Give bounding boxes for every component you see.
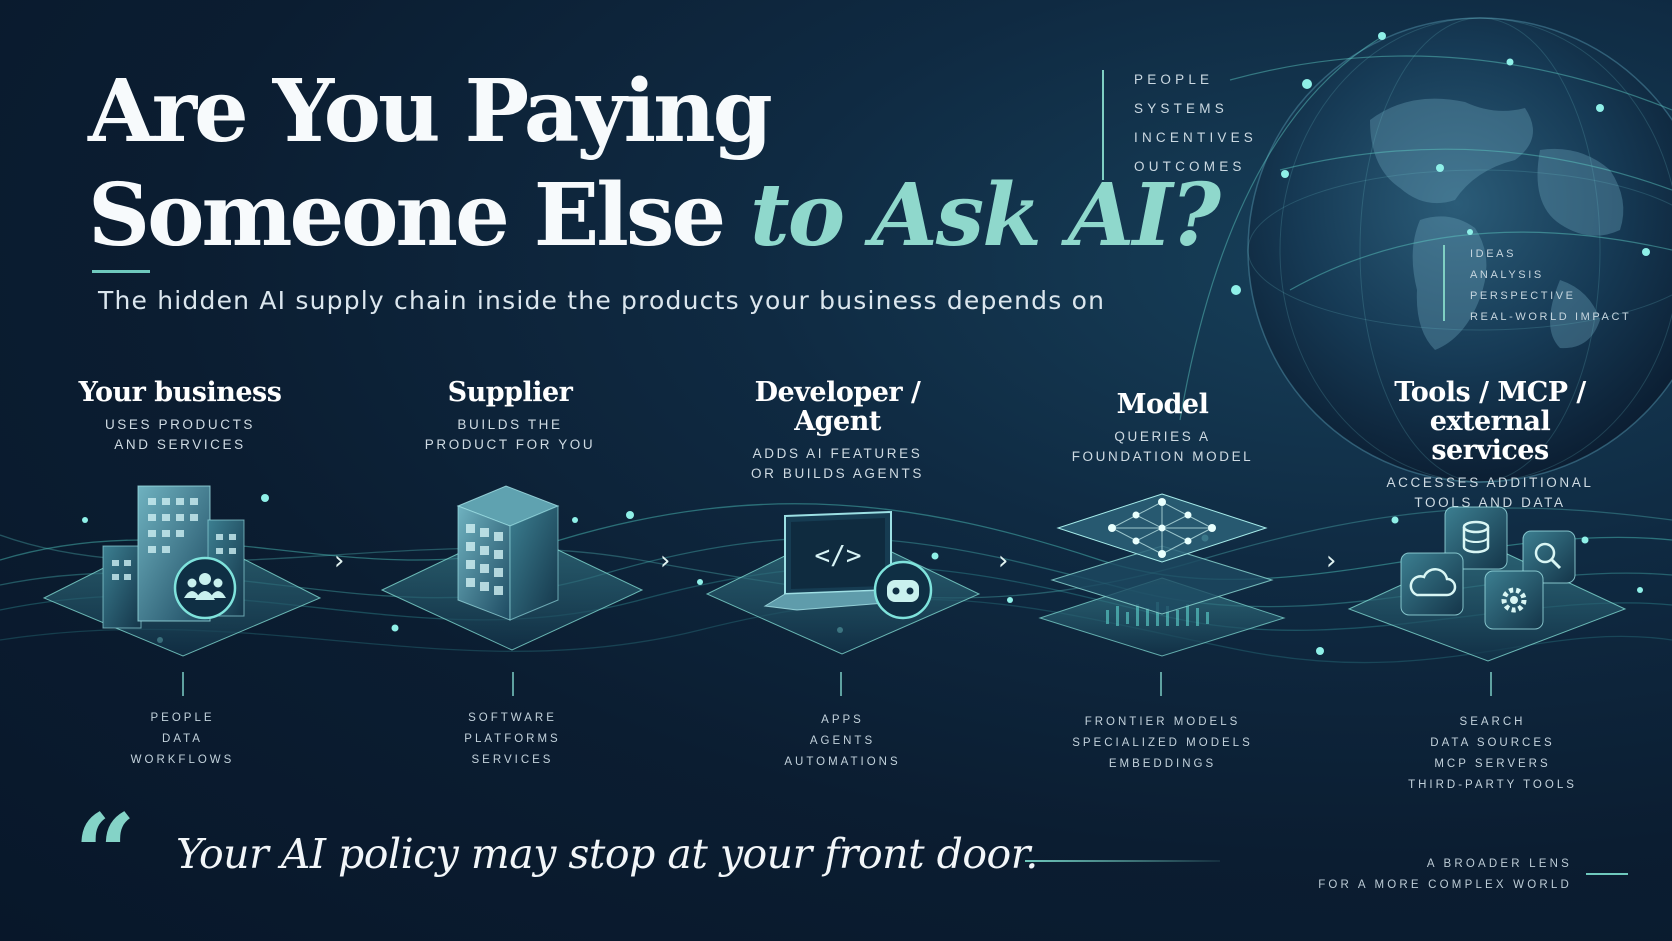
stage-item: APPS — [821, 714, 864, 726]
stage-items-list: FRONTIER MODELS SPECIALIZED MODELS EMBED… — [1040, 712, 1285, 775]
stage-items-list: SOFTWARE PLATFORMS SERVICES — [405, 708, 620, 771]
stage-title: Your business — [78, 377, 282, 408]
stage-developer-agent: Developer / Agent ADDS AI FEATURES OR BU… — [700, 378, 975, 484]
stage-items-list: SEARCH DATA SOURCES MCP SERVERS THIRD-PA… — [1370, 712, 1615, 796]
stage-model: Model QUERIES A FOUNDATION MODEL — [1030, 390, 1295, 467]
stage-title: Tools / MCP / external services — [1394, 377, 1586, 466]
stage-item: WORKFLOWS — [130, 754, 235, 766]
stage-item: THIRD-PARTY TOOLS — [1408, 779, 1577, 791]
svg-text:</>: </> — [815, 541, 862, 571]
stage-item: EMBEDDINGS — [1108, 758, 1217, 770]
chevron-right-icon: › — [1326, 546, 1337, 576]
keywords-primary-list: PEOPLE SYSTEMS INCENTIVES OUTCOMES — [1134, 72, 1257, 188]
stage-items-list: APPS AGENTS AUTOMATIONS — [735, 710, 950, 773]
stage-description: ACCESSES ADDITIONAL TOOLS AND DATA — [1386, 475, 1594, 510]
stage-item: DATA SOURCES — [1430, 737, 1555, 749]
stage-connector — [840, 672, 842, 696]
stage-description: QUERIES A FOUNDATION MODEL — [1071, 429, 1254, 464]
title-line-1: Are You Paying — [88, 61, 773, 162]
keywords-secondary-list: IDEAS ANALYSIS PERSPECTIVE REAL-WORLD IM… — [1470, 248, 1631, 332]
stage-title: Supplier — [447, 377, 573, 408]
stage-description: USES PRODUCTS AND SERVICES — [104, 417, 256, 452]
stage-items-list: PEOPLE DATA WORKFLOWS — [80, 708, 285, 771]
database-cube — [1444, 506, 1508, 570]
keyword-item: INCENTIVES — [1134, 130, 1258, 145]
stage-description: BUILDS THE PRODUCT FOR YOU — [424, 417, 596, 452]
stage-item: AGENTS — [809, 735, 876, 747]
stage-item: AUTOMATIONS — [784, 756, 901, 768]
chevron-right-icon: › — [334, 546, 345, 576]
stage-supplier: Supplier BUILDS THE PRODUCT FOR YOU — [380, 378, 640, 455]
keyword-item: IDEAS — [1470, 248, 1517, 260]
stage-item: PEOPLE — [150, 712, 215, 724]
globe-graphic — [1247, 17, 1672, 483]
footer-tagline: A BROADER LENS FOR A MORE COMPLEX WORLD — [1300, 854, 1572, 896]
page-title: Are You Paying Someone Else to Ask AI? — [88, 60, 1221, 268]
laptop-code-robot-icon: </> — [705, 510, 981, 655]
stage-item: PLATFORMS — [464, 733, 561, 745]
office-buildings-people-icon — [42, 485, 322, 657]
keyword-item: PEOPLE — [1134, 72, 1214, 87]
stage-connector — [1160, 672, 1162, 696]
stage-connector — [1490, 672, 1492, 696]
search-cube — [1522, 530, 1576, 584]
page-subtitle: The hidden AI supply chain inside the pr… — [98, 286, 1106, 315]
stage-title: Developer / Agent — [754, 377, 921, 437]
quote-text: Your AI policy may stop at your front do… — [176, 830, 1038, 878]
stage-item: SERVICES — [471, 754, 554, 766]
stage-item: DATA — [162, 733, 203, 745]
stage-item: SPECIALIZED MODELS — [1072, 737, 1253, 749]
stage-item: MCP SERVERS — [1434, 758, 1551, 770]
stage-item: SEARCH — [1459, 716, 1526, 728]
stage-connector — [182, 672, 184, 696]
title-accent: to Ask AI? — [750, 165, 1221, 266]
quote-mark-icon: “ — [74, 791, 136, 917]
network-nodes — [1231, 32, 1650, 295]
chevron-right-icon: › — [998, 546, 1009, 576]
stage-tools-mcp: Tools / MCP / external services ACCESSES… — [1350, 378, 1630, 513]
title-divider — [92, 270, 150, 273]
keyword-item: ANALYSIS — [1470, 269, 1544, 281]
gear-cube — [1484, 570, 1544, 630]
stage-connector — [512, 672, 514, 696]
footer-line-2: FOR A MORE COMPLEX WORLD — [1318, 879, 1572, 891]
neural-network-layers-icon — [1038, 493, 1286, 657]
stage-your-business: Your business USES PRODUCTS AND SERVICES — [40, 378, 320, 455]
stage-item: SOFTWARE — [468, 712, 557, 724]
footer-divider — [1586, 873, 1628, 875]
keyword-item: PERSPECTIVE — [1470, 290, 1576, 302]
stage-item: FRONTIER MODELS — [1084, 716, 1241, 728]
quote-divider — [1025, 860, 1220, 862]
chevron-right-icon: › — [660, 546, 671, 576]
office-building-icon — [380, 485, 644, 651]
keyword-item: OUTCOMES — [1134, 159, 1246, 174]
cloud-cube — [1400, 552, 1464, 616]
keywords-secondary-divider — [1443, 245, 1445, 321]
keywords-divider — [1102, 70, 1104, 180]
keyword-item: REAL-WORLD IMPACT — [1470, 311, 1632, 323]
tool-cubes-icon — [1347, 506, 1627, 662]
stage-title: Model — [1116, 389, 1209, 420]
keyword-item: SYSTEMS — [1134, 101, 1228, 116]
network-arcs — [1179, 37, 1672, 421]
stage-description: ADDS AI FEATURES OR BUILDS AGENTS — [751, 446, 924, 481]
footer-line-1: A BROADER LENS — [1426, 858, 1572, 870]
title-line-2: Someone Else — [88, 165, 726, 266]
